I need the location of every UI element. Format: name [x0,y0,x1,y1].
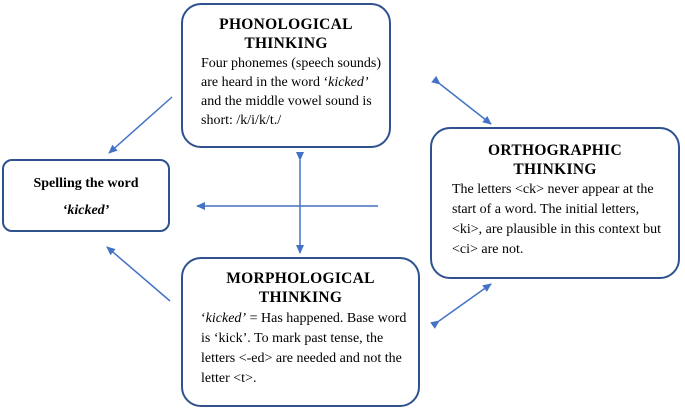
phonological-text-b: and the middle vowel sound is short: /k/… [201,94,372,128]
phonological-title-line1: PHONOLOGICAL [219,16,353,33]
morphological-text-open: ‘ [201,311,206,326]
morphological-text-word: kicked’ [205,311,247,326]
phonological-text-word: kicked’ [328,75,369,90]
orthographic-text: The letters <ck> never appear at the sta… [452,182,662,257]
arrow-morphological-orthographic [430,283,492,329]
morphological-title-line1: MORPHOLOGICAL [226,270,375,287]
arrow-morphological-to-spelling [106,246,171,302]
spelling-word: ‘kicked’ [62,203,110,218]
morphological-text-b: = Has happened. Base word is ‘kick’. To … [201,311,407,386]
orthographic-thinking-box: ORTHOGRAPHIC THINKING The letters <ck> n… [430,127,680,279]
orthographic-title-line1: ORTHOGRAPHIC [488,142,622,159]
morphological-title: MORPHOLOGICAL THINKING [183,269,418,307]
phonological-title-line2: THINKING [244,35,328,52]
arrow-phonological-orthographic [431,75,492,125]
phonological-text: Four phonemes (speech sounds) are heard … [201,54,385,130]
spelling-the-word-box: Spelling the word ‘kicked’ [2,159,170,232]
morphological-thinking-box: MORPHOLOGICAL THINKING ‘kicked’ = Has ha… [181,257,420,407]
phonological-text-a: Four phonemes (speech sounds) are heard … [201,56,382,90]
phonological-thinking-box: PHONOLOGICAL THINKING Four phonemes (spe… [181,3,391,148]
orthographic-title: ORTHOGRAPHIC THINKING [432,141,678,179]
spelling-title: Spelling the word [33,176,139,191]
morphological-title-line2: THINKING [258,289,343,306]
orthographic-title-line2: THINKING [513,161,597,178]
morphological-text: ‘kicked’ = Has happened. Base word is ‘k… [201,309,412,389]
phonological-title: PHONOLOGICAL THINKING [183,15,389,53]
arrow-phonological-to-spelling [108,96,173,154]
